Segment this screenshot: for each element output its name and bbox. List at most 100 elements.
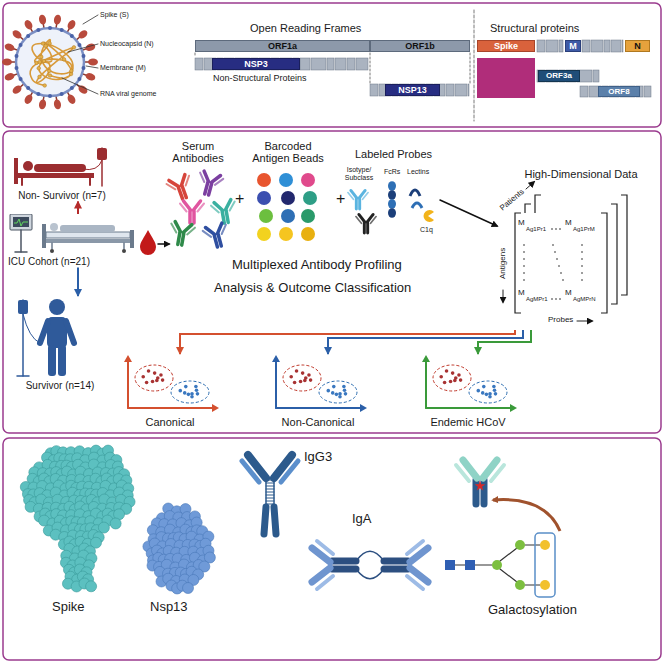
antibody-icon-part <box>222 211 224 223</box>
plot-icon-part <box>128 407 214 409</box>
virus-illustration-part <box>19 43 23 47</box>
plot-icon-part <box>124 355 219 412</box>
matrix-symbol: M <box>565 289 572 298</box>
nsp-box: NSP13 <box>385 84 440 96</box>
plot-icon-part <box>171 381 209 403</box>
genome-map-part <box>582 40 590 52</box>
antibody-icon <box>456 460 504 504</box>
feature-label: IgG3 <box>304 450 332 464</box>
genome-map-part <box>370 84 378 96</box>
icu-icon-part <box>20 230 22 252</box>
genome-map-part <box>370 53 371 83</box>
plot-icon-part <box>443 381 447 385</box>
virus-illustration-part <box>66 19 77 31</box>
icu-icon-part <box>50 249 54 253</box>
iga-monomer-part <box>384 566 408 573</box>
antigen-beads-part <box>303 191 317 205</box>
spike-protein-part <box>110 518 121 529</box>
genome-map-part <box>195 53 196 57</box>
plot-icon-part <box>178 389 182 393</box>
connector-arrow <box>77 202 79 215</box>
plot-icon-part <box>195 388 199 392</box>
antibody-icon <box>202 222 231 249</box>
genome-map-part <box>347 58 355 70</box>
genome-map-part <box>446 84 454 96</box>
process-title: Analysis & Outcome Classification <box>214 281 411 295</box>
virus-illustration-part <box>38 14 47 25</box>
axis-label: Patients <box>499 188 527 213</box>
antigen-beads-part <box>257 227 271 241</box>
person-icon-part <box>17 375 29 377</box>
plot-icon-part <box>145 381 149 385</box>
serum-antibodies <box>166 170 238 249</box>
antibody-icon-part <box>192 211 196 223</box>
spike-protein <box>20 445 135 592</box>
person-icon-part <box>66 321 74 343</box>
virus-illustration-part <box>60 92 64 96</box>
data-matrix-part <box>555 228 557 230</box>
data-matrix-part <box>552 244 554 246</box>
plot-icon-part <box>289 375 293 379</box>
galactosylation-illustration-part <box>525 544 540 545</box>
antibody-icon-part <box>198 204 205 212</box>
data-matrix-part <box>558 265 560 267</box>
feature-label: Galactosylation <box>488 603 577 617</box>
antibody-icon-part <box>167 182 176 192</box>
leader-line <box>62 15 98 94</box>
antibody-icon-part <box>228 202 236 211</box>
data-matrix-part <box>581 244 583 246</box>
genome-map-part <box>622 40 623 52</box>
plot-icon-part <box>449 380 453 384</box>
part-label: Spike (S) <box>100 11 129 19</box>
bedRed-icon <box>12 146 112 188</box>
iga-monomer-part <box>332 558 356 565</box>
axis-label: Probes <box>548 316 573 325</box>
genome-map-part <box>311 58 326 70</box>
galactosylation-illustration-part <box>455 564 465 565</box>
data-matrix-part <box>559 298 561 300</box>
antigen-beads-part <box>281 191 295 205</box>
galactosylation-illustration-part <box>500 548 517 561</box>
labeled-probes-part <box>388 181 396 191</box>
orf3a-box: ORF3a <box>538 70 580 82</box>
genome-map-part <box>644 86 651 97</box>
icu-icon-part <box>130 230 134 248</box>
antibody-icon-part <box>178 233 180 245</box>
galactosylation-illustration-part <box>492 560 502 570</box>
data-matrix-part <box>577 321 592 322</box>
isotype-probe <box>356 214 376 232</box>
survivor: Survivor (n=14) <box>15 296 105 392</box>
person-icon-part <box>23 314 40 343</box>
antibody-icon-part <box>214 235 217 247</box>
plot-icon-part <box>151 380 155 384</box>
plot-icon-part <box>326 389 330 393</box>
antigen-beads-part <box>279 173 293 187</box>
plot-icon-part <box>338 395 342 399</box>
galactosylation-illustration-part <box>525 584 540 585</box>
igg3-antibody-part <box>266 501 274 502</box>
plot-icon-part <box>482 385 486 389</box>
blood-drop-part <box>140 230 156 255</box>
node-label: High-Dimensional Data <box>505 168 657 181</box>
genome-map-part <box>300 58 310 70</box>
plot-icon-part <box>147 369 151 373</box>
plot-icon-part <box>272 355 367 412</box>
n-gene: N <box>625 40 650 52</box>
galactosylation-illustration-part <box>540 540 550 550</box>
virus-illustration-part <box>53 99 62 110</box>
virus-illustration-part <box>47 69 51 73</box>
probe-label: Isotype/ Subclass <box>341 166 377 181</box>
blood-drop-part <box>158 243 169 245</box>
iga-monomer <box>312 541 356 589</box>
plot-icon-part <box>459 378 463 382</box>
virus-illustration-part <box>19 77 23 81</box>
icu-icon-part <box>14 219 28 226</box>
igg3-antibody-part <box>274 507 276 534</box>
icu-icon-part <box>15 251 27 253</box>
plot-icon-part <box>338 392 342 396</box>
plot-icon-part <box>426 407 512 409</box>
panel-frame-part <box>3 131 661 433</box>
matrix-index: AgMPr1 <box>526 296 548 303</box>
labeled-probes-part <box>410 190 420 196</box>
